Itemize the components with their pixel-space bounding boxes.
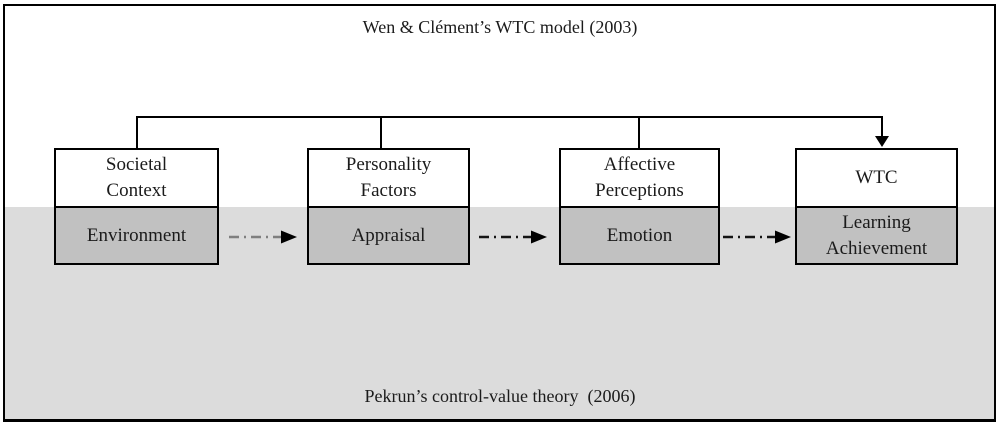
- bracket-drop-societal-context: [136, 116, 138, 148]
- box-top-label: Societal Context: [56, 150, 217, 206]
- bracket-horizontal-line: [136, 116, 883, 118]
- box-bottom-label: Appraisal: [309, 206, 468, 263]
- bracket-arrow-line-wtc: [881, 116, 883, 137]
- bracket-drop-personality-factors: [380, 116, 382, 148]
- dash-dot-arrow-environment-appraisal: [229, 230, 297, 244]
- box-wtc: WTC Learning Achievement: [795, 148, 958, 265]
- box-top-label: Personality Factors: [309, 150, 468, 206]
- bracket-drop-affective-perceptions: [638, 116, 640, 148]
- box-societal-context: Societal Context Environment: [54, 148, 219, 265]
- dash-dot-arrow-appraisal-emotion: [479, 230, 547, 244]
- box-bottom-label: Learning Achievement: [797, 206, 956, 263]
- box-bottom-label: Emotion: [561, 206, 718, 263]
- box-top-label: WTC: [797, 150, 956, 206]
- down-arrowhead-icon: [875, 136, 889, 147]
- bottom-theory-title: Pekrun’s control-value theory (2006): [364, 386, 636, 406]
- box-bottom-label: Environment: [56, 206, 217, 263]
- box-personality-factors: Personality Factors Appraisal: [307, 148, 470, 265]
- dash-dot-arrow-emotion-learning: [723, 230, 791, 244]
- box-affective-perceptions: Affective Perceptions Emotion: [559, 148, 720, 265]
- box-top-label: Affective Perceptions: [561, 150, 718, 206]
- top-model-title: Wen & Clément’s WTC model (2003): [362, 17, 638, 37]
